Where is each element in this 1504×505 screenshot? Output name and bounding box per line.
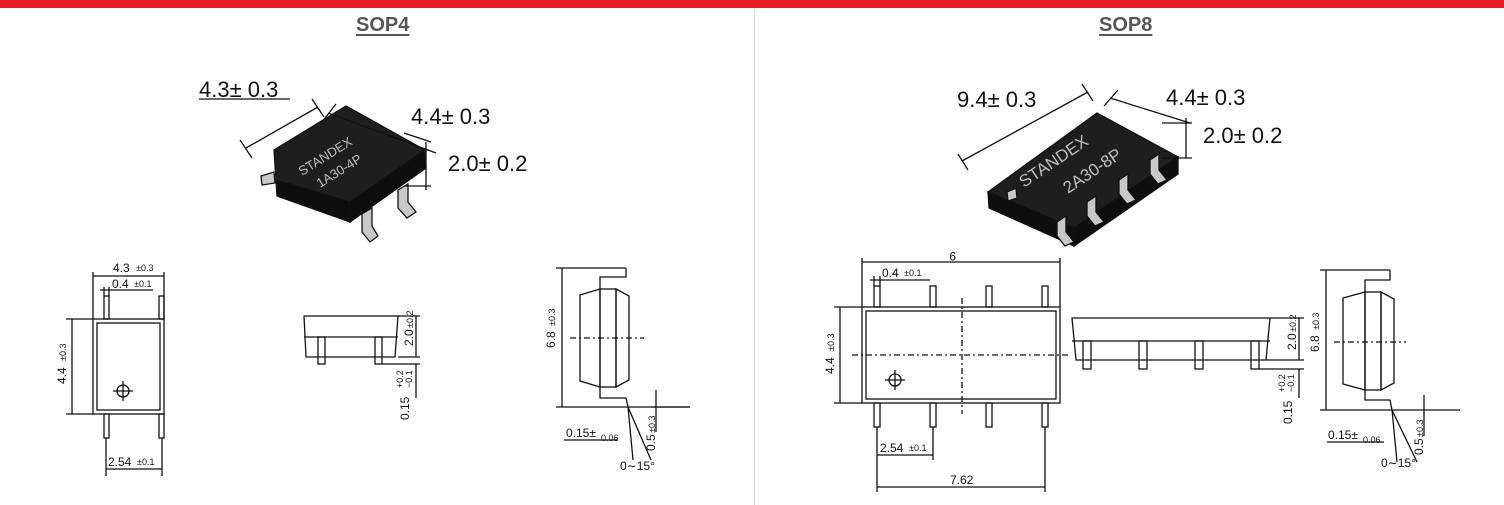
sop4-top-pitch-tol: ±0.1 [137, 457, 154, 467]
sop4-top-length: 4.3 [113, 261, 130, 275]
sop4-end-angle: 0∼15° [620, 459, 655, 473]
sop8-end-angle: 0∼15° [1381, 456, 1416, 470]
sop4-end-foot-tol: ±0.3 [647, 416, 657, 433]
sop4-iso-package [260, 105, 427, 243]
sop8-side-standoff: 0.15 [1281, 400, 1295, 424]
sop4-end-view [570, 268, 644, 408]
sop4-top-width-tol: ±0.3 [58, 344, 68, 361]
sop8-end-foot-tol: ±0.3 [1415, 420, 1425, 437]
sop8-top-pitch: 2.54 [880, 441, 904, 455]
sop8-top-view [852, 285, 1068, 428]
sop8-end-foot: 0.5 [1412, 438, 1426, 455]
sop4-iso-length: 4.3± 0.3 [199, 77, 278, 102]
sop8-end-lead-thickness: 0.15± [1328, 428, 1358, 442]
sop4-side-view [303, 315, 399, 365]
sop8-top-row-span: 7.62 [950, 473, 974, 487]
sop4-top-view [92, 295, 165, 439]
sop4-end-span: 6.8 [544, 331, 558, 348]
dimension-labels: 4.3± 0.3 4.4± 0.3 2.0± 0.2 STANDEX 1A30-… [55, 77, 1426, 487]
sop4-side-standoff-tol-minus: −0.1 [404, 370, 414, 388]
sop8-iso-width: 4.4± 0.3 [1166, 85, 1245, 110]
sop4-top-lead-width-tol: ±0.1 [134, 279, 151, 289]
sop8-side-standoff-tol-minus: −0.1 [1286, 374, 1296, 392]
sop4-top-width: 4.4 [55, 367, 69, 384]
sop4-end-lead-thickness: 0.15± [566, 426, 596, 440]
top-red-bar [0, 0, 1504, 8]
sop8-top-pitch-tol: ±0.1 [909, 443, 926, 453]
sop4-title: SOP4 [356, 14, 410, 36]
sop4-iso-height: 2.0± 0.2 [448, 151, 527, 176]
sop8-side-height: 2.0 [1285, 333, 1299, 350]
sop4-side-standoff-tol-plus: +0.2 [395, 370, 405, 388]
sop8-title: SOP8 [1099, 14, 1153, 36]
sop4-iso-width: 4.4± 0.3 [411, 104, 490, 129]
sop4-top-lead-width: 0.4 [112, 277, 129, 291]
sop8-side-standoff-tol-plus: +0.2 [1277, 374, 1287, 392]
sop8-top-width: 4.4 [823, 357, 837, 374]
sop4-side-height-tol: ±0.2 [405, 311, 415, 328]
sop8-top-lead-width-tol: ±0.1 [904, 268, 921, 278]
sop4-end-foot: 0.5 [644, 434, 658, 451]
sop8-iso-package [986, 112, 1180, 248]
sop4-top-length-tol: ±0.3 [136, 263, 153, 273]
sop8-iso-length: 9.4± 0.3 [957, 87, 1036, 112]
sop8-side-view [1071, 317, 1271, 370]
panel-divider [754, 8, 755, 505]
sop4-end-lead-thickness-tol: 0.06 [601, 433, 619, 443]
sop8-top-lead-width: 0.4 [882, 266, 899, 280]
sop8-iso-height: 2.0± 0.2 [1203, 123, 1282, 148]
sop4-top-pitch: 2.54 [108, 455, 132, 469]
sop8-end-view [1334, 270, 1406, 411]
sop4-side-height: 2.0 [402, 329, 416, 346]
sop8-end-span-tol: ±0.3 [1311, 313, 1321, 330]
sop8-top-length: 9 [949, 249, 956, 263]
sop8-end-span: 6.8 [1308, 335, 1322, 352]
sop4-side-standoff: 0.15 [398, 396, 412, 420]
sop8-end-lead-thickness-tol: 0.06 [1363, 435, 1381, 445]
sop8-side-height-tol: ±0.2 [1288, 315, 1298, 332]
sop4-end-span-tol: ±0.3 [547, 309, 557, 326]
sop8-top-width-tol: ±0.3 [826, 334, 836, 351]
